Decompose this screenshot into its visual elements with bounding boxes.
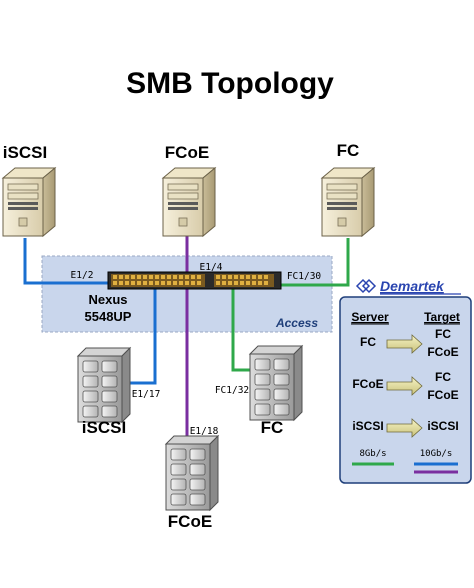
storage-label-fcoe: FCoE — [168, 512, 212, 531]
legend-speed-10g-label: 10Gb/s — [420, 449, 453, 459]
arrow-right-icon — [386, 418, 423, 438]
legend-row2-target2: FCoE — [427, 388, 458, 402]
legend-row3-target1: iSCSI — [427, 419, 458, 433]
server-fcoe-icon[interactable] — [162, 167, 216, 237]
server-label-iscsi: iSCSI — [3, 143, 47, 162]
link-storage-iscsi — [125, 288, 157, 385]
legend-header-server: Server — [351, 310, 389, 324]
demartek-brand: Demartek — [380, 278, 445, 294]
legend-row1-target2: FCoE — [427, 345, 458, 359]
storage-iscsi-icon[interactable] — [77, 347, 131, 423]
link-server-fc — [270, 238, 350, 287]
port-label-server-iscsi: E1/2 — [71, 270, 94, 281]
storage-fcoe-icon[interactable] — [165, 435, 219, 511]
diagram-title: SMB Topology — [126, 67, 334, 100]
legend-row3-server: iSCSI — [352, 419, 383, 433]
legend-row1-target1: FC — [435, 327, 451, 341]
arrow-right-icon — [386, 376, 423, 396]
legend-row2-target1: FC — [435, 370, 451, 384]
port-label-server-fcoe: E1/4 — [200, 262, 223, 273]
port-label-storage-fc: FC1/32 — [215, 385, 249, 396]
legend-row2-server: FCoE — [352, 377, 383, 391]
storage-label-fc: FC — [261, 418, 284, 437]
server-iscsi-icon[interactable] — [2, 167, 56, 237]
storage-fc-icon[interactable] — [249, 345, 303, 421]
nexus-switch[interactable] — [107, 271, 282, 290]
port-label-storage-iscsi: E1/17 — [132, 389, 161, 400]
switch-name-line1: Nexus — [88, 292, 127, 307]
demartek-logo-icon — [355, 278, 377, 294]
server-fc-icon[interactable] — [321, 167, 375, 237]
port-label-storage-fcoe: E1/18 — [190, 426, 219, 437]
legend-speed-8g-label: 8Gb/s — [359, 449, 386, 459]
legend-row1-server: FC — [360, 335, 376, 349]
port-label-server-fc: FC1/30 — [287, 271, 322, 282]
link-storage-fc — [231, 288, 252, 372]
legend-header-target: Target — [424, 310, 460, 324]
link-server-iscsi — [23, 238, 110, 285]
server-label-fc: FC — [337, 141, 360, 160]
access-zone-label: Access — [275, 316, 318, 330]
switch-name-line2: 5548UP — [85, 309, 132, 324]
storage-label-iscsi: iSCSI — [82, 418, 126, 437]
server-label-fcoe: FCoE — [165, 143, 209, 162]
arrow-right-icon — [386, 334, 423, 354]
